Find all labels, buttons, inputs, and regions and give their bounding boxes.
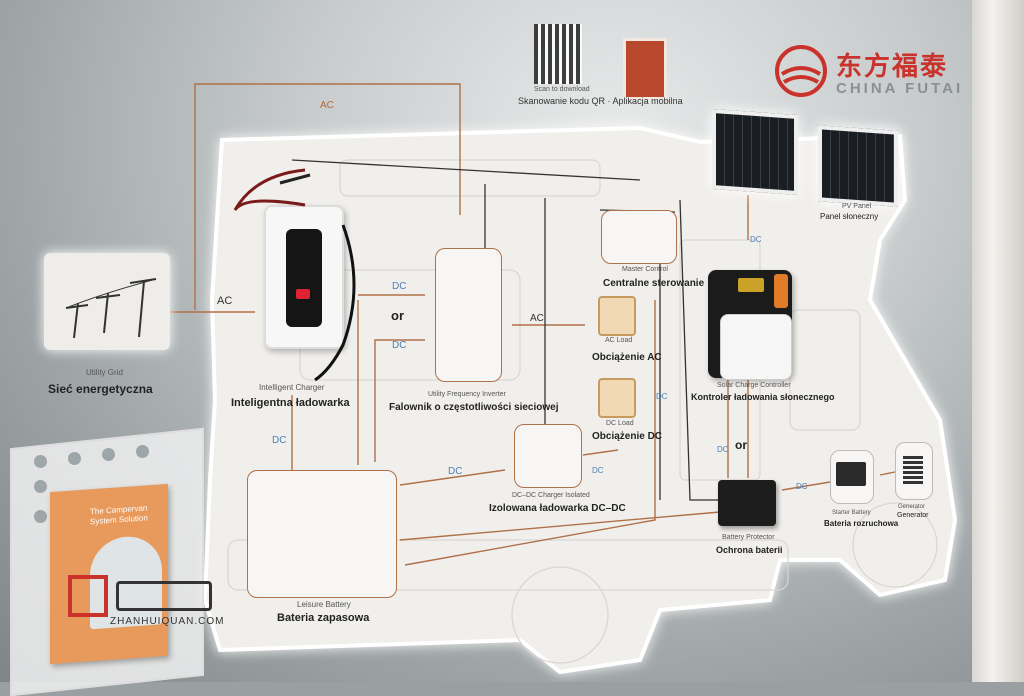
ac-load-pl: Obciążenie AC: [592, 352, 662, 363]
power-pylon-icon: [65, 278, 157, 339]
ac-load-icon: [598, 296, 636, 336]
brand-logo-icon: [775, 45, 827, 97]
flow-dc-d: DC: [448, 466, 463, 477]
dc-load-icon: [598, 378, 636, 418]
rack-hole: [34, 455, 47, 468]
protector-en: Battery Protector: [722, 534, 775, 541]
solar-ctrl-pl: Kontroler ładowania słonecznego: [691, 392, 835, 402]
watermark-glyph: [68, 575, 108, 617]
master-en: Master Control: [622, 266, 668, 273]
rack-hole: [136, 445, 149, 458]
dc-load-pl: Obciążenie DC: [592, 431, 663, 442]
inverter-box: [435, 248, 502, 382]
watermark-logo-icon: [68, 575, 216, 617]
rack-hole: [34, 510, 47, 523]
leisure-battery-box: [247, 470, 397, 598]
leisure-en: Leisure Battery: [297, 600, 351, 609]
flow-dc-e: DC: [592, 466, 604, 475]
starter-pl: Bateria rozruchowa: [824, 519, 899, 528]
solar-panel-pl: Panel słoneczny: [820, 212, 879, 221]
charger-cables: [233, 168, 356, 382]
rack-hole: [34, 480, 47, 493]
charger-pl: Inteligentna ładowarka: [231, 397, 350, 409]
battery-icon: [836, 462, 866, 486]
flow-dc-g: DC: [750, 235, 762, 244]
utility-grid-pl: Sieć energetyczna: [48, 382, 153, 396]
flow-dc-b: DC: [392, 340, 407, 351]
master-control-box: [601, 210, 677, 264]
flow-dc-c: DC: [272, 435, 287, 446]
brand-name-en: CHINA FUTAI: [836, 80, 964, 97]
solar-ctrl-en: Solar Charge Controller: [717, 382, 791, 389]
flow-dc-a: DC: [392, 281, 407, 292]
watermark-bars: [116, 581, 212, 611]
flow-ac-mid: AC: [530, 313, 544, 324]
generator-pl: Generator: [897, 512, 929, 519]
campervan-brochure[interactable]: The Campervan System Solution: [50, 483, 168, 665]
controller-screen: [738, 278, 764, 292]
dcdc-charger-box: [514, 424, 582, 488]
app-icon: [623, 38, 667, 100]
rack-hole: [68, 452, 81, 465]
flow-or-1: or: [391, 308, 404, 323]
qr-caption-small: Scan to download: [534, 86, 590, 93]
dcdc-en: DC–DC Charger Isolated: [512, 492, 590, 499]
flow-dc-i: DC: [796, 482, 808, 491]
dc-load-en: DC Load: [606, 420, 634, 427]
intelligent-charger-device: [264, 205, 344, 349]
dcdc-pl: Izolowana ładowarka DC–DC: [489, 503, 626, 514]
brochure-title: The Campervan System Solution: [90, 503, 148, 526]
protector-pl: Ochrona baterii: [716, 545, 783, 555]
qr-caption: Skanowanie kodu QR · Aplikacja mobilna: [518, 96, 683, 106]
charger-display: [286, 229, 322, 327]
starter-en: Starter Battery: [832, 510, 871, 516]
generator-icon: [903, 454, 923, 484]
solar-panel-1: [712, 108, 798, 196]
battery-protector-device: [718, 480, 776, 526]
leisure-pl: Bateria zapasowa: [277, 612, 370, 624]
rack-hole: [102, 448, 115, 461]
utility-grid-en: Utility Grid: [86, 368, 123, 377]
ac-load-en: AC Load: [605, 337, 633, 344]
flow-dc-h: DC: [717, 445, 729, 454]
watermark-text: ZHANHUIQUAN.COM: [110, 616, 225, 627]
flow-dc-f: DC: [656, 392, 668, 401]
solar-panel-en: PV Panel: [842, 203, 872, 210]
charger-en: Intelligent Charger: [259, 383, 325, 392]
charger-indicator-icon: [296, 289, 310, 299]
flow-ac-left: AC: [217, 295, 233, 307]
inverter-pl: Falownik o częstotliwości sieciowej: [389, 402, 559, 413]
generator-en: Generator: [898, 504, 926, 510]
wall-edge: [972, 0, 1024, 682]
controller-buttons: [774, 274, 788, 308]
solar-panel-2: [818, 125, 898, 207]
inverter-en: Utility Frequency Inverter: [428, 391, 506, 398]
mppt-controller-device: [720, 314, 792, 380]
master-pl: Centralne sterowanie: [603, 278, 705, 289]
qr-code: [534, 24, 582, 84]
brand-name-cn: 东方福泰: [836, 51, 949, 81]
utility-grid-card: [44, 253, 170, 350]
flow-or-2: or: [735, 438, 747, 452]
flow-ac-top: AC: [320, 100, 334, 111]
